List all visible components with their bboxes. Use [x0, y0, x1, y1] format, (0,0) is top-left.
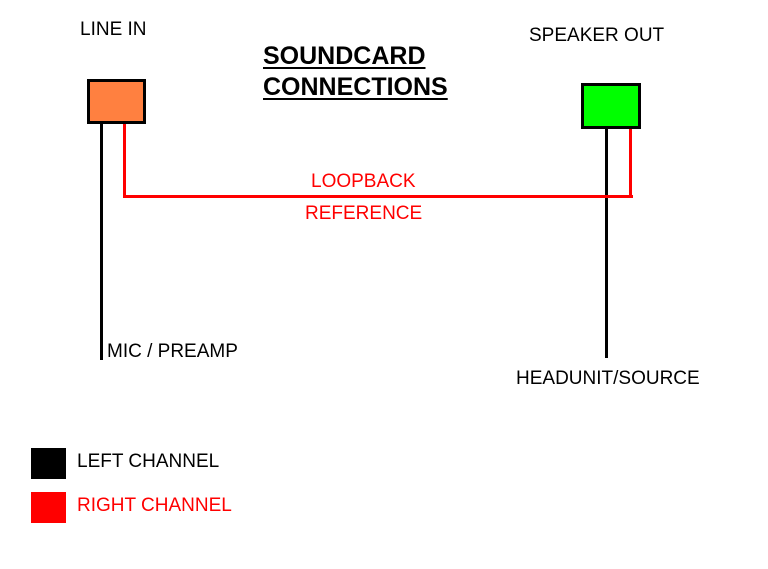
speaker-out-jack	[581, 83, 641, 129]
line-in-left-channel-wire	[100, 124, 103, 360]
headunit-source-label: HEADUNIT/SOURCE	[516, 368, 700, 389]
speaker-out-right-channel-wire	[629, 129, 632, 198]
line-in-right-channel-wire	[123, 124, 126, 198]
legend-label-left-channel: LEFT CHANNEL	[77, 451, 220, 472]
diagram-title-line1: SOUNDCARD	[263, 42, 426, 70]
legend-label-right-channel: RIGHT CHANNEL	[77, 495, 232, 516]
diagram-title-line2: CONNECTIONS	[263, 73, 448, 101]
speaker-out-label: SPEAKER OUT	[529, 25, 665, 46]
loopback-label: LOOPBACK	[311, 171, 416, 192]
line-in-label: LINE IN	[80, 19, 147, 40]
legend-swatch-right-channel	[31, 492, 66, 523]
mic-preamp-label: MIC / PREAMP	[107, 341, 238, 362]
loopback-reference-wire	[123, 195, 633, 198]
speaker-out-left-channel-wire	[605, 129, 608, 358]
legend-swatch-left-channel	[31, 448, 66, 479]
reference-label: REFERENCE	[305, 203, 423, 224]
line-in-jack	[87, 79, 146, 124]
